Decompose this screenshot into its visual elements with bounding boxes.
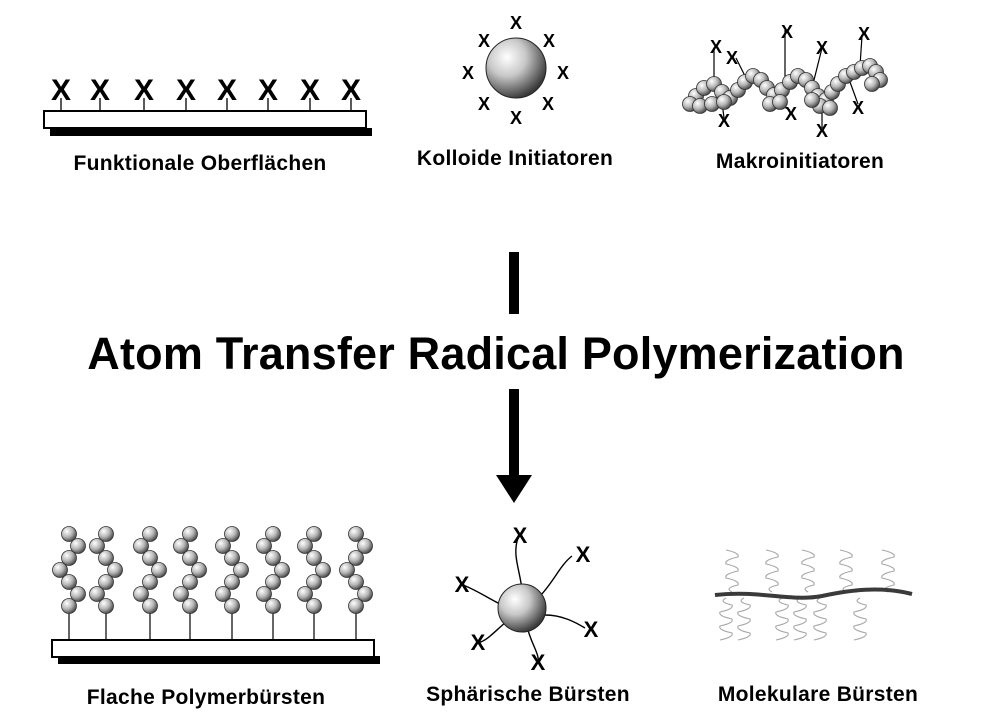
side-chain <box>853 597 867 641</box>
initiator-x: X <box>471 630 486 655</box>
initiator-x: X <box>513 523 528 548</box>
polymer-chain <box>297 526 331 614</box>
label-functional-surfaces: Funktionale Oberflächen <box>73 152 327 175</box>
initiator-x: X <box>258 74 278 107</box>
initiator-x: X <box>785 104 797 124</box>
side-chain <box>881 549 895 593</box>
macro-bead <box>716 94 732 110</box>
side-chain <box>765 549 779 593</box>
process-arrow <box>496 252 532 503</box>
polymer-chain <box>52 526 86 614</box>
polymer-chain <box>256 526 290 614</box>
initiator-x: X <box>858 24 870 44</box>
initiator-x: X <box>462 63 474 83</box>
initiator-x: X <box>134 74 154 107</box>
initiator-x: X <box>300 74 320 107</box>
process-title: Atom Transfer Radical Polymerization <box>87 328 905 379</box>
polymer-chain <box>215 526 249 614</box>
polymer-chain <box>173 526 207 614</box>
initiator-x: X <box>816 38 828 58</box>
initiator-x: X <box>557 63 569 83</box>
flat-brush-graphic <box>51 526 380 664</box>
initiator-x: X <box>576 542 591 567</box>
initiator-x: X <box>217 74 237 107</box>
macro-bead <box>864 76 880 92</box>
polymer-chain <box>89 526 123 614</box>
label-flat-polymer-brushes: Flache Polymerbürsten <box>86 686 326 709</box>
side-chain <box>775 597 789 641</box>
side-chain <box>793 597 807 641</box>
initiator-x: X <box>781 22 793 42</box>
molecular-backbone <box>714 587 913 600</box>
initiator-x: X <box>510 13 522 33</box>
initiator-x: X <box>51 74 71 107</box>
initiator-x: X <box>531 650 546 675</box>
initiator-x: X <box>726 48 738 68</box>
label-colloid-initiators: Kolloide Initiatoren <box>416 147 614 170</box>
initiator-x: X <box>584 617 599 642</box>
side-chain <box>801 549 815 593</box>
initiator-x: X <box>816 121 828 141</box>
initiator-x: X <box>852 98 864 118</box>
initiator-x: X <box>176 74 196 107</box>
polymer-chain <box>133 526 167 614</box>
macro-bead <box>822 100 838 116</box>
spherical-brush-graphic: X X X X X X <box>455 523 599 675</box>
initiator-x: X <box>478 94 490 114</box>
initiator-x: X <box>710 37 722 57</box>
side-chain <box>725 549 739 593</box>
molecular-brush-graphic <box>714 549 913 641</box>
initiator-x: X <box>510 108 522 128</box>
initiator-x: X <box>455 572 470 597</box>
side-chain <box>813 597 827 641</box>
initiator-x: X <box>543 31 555 51</box>
initiator-x: X <box>341 74 361 107</box>
side-chain <box>737 597 751 641</box>
label-macroinitiators: Makroinitiatoren <box>715 150 885 173</box>
side-chain <box>839 549 853 593</box>
initiator-x: X <box>718 111 730 131</box>
initiator-x: X <box>542 94 554 114</box>
side-chain <box>719 597 733 641</box>
initiator-x: X <box>90 74 110 107</box>
label-molecular-brushes: Molekulare Bürsten <box>717 683 919 706</box>
initiator-x: X <box>478 31 490 51</box>
label-spherical-brushes: Sphärische Bürsten <box>426 683 630 706</box>
macro-bead <box>772 94 788 110</box>
macro-bead <box>804 92 820 108</box>
polymer-chain <box>339 526 373 614</box>
